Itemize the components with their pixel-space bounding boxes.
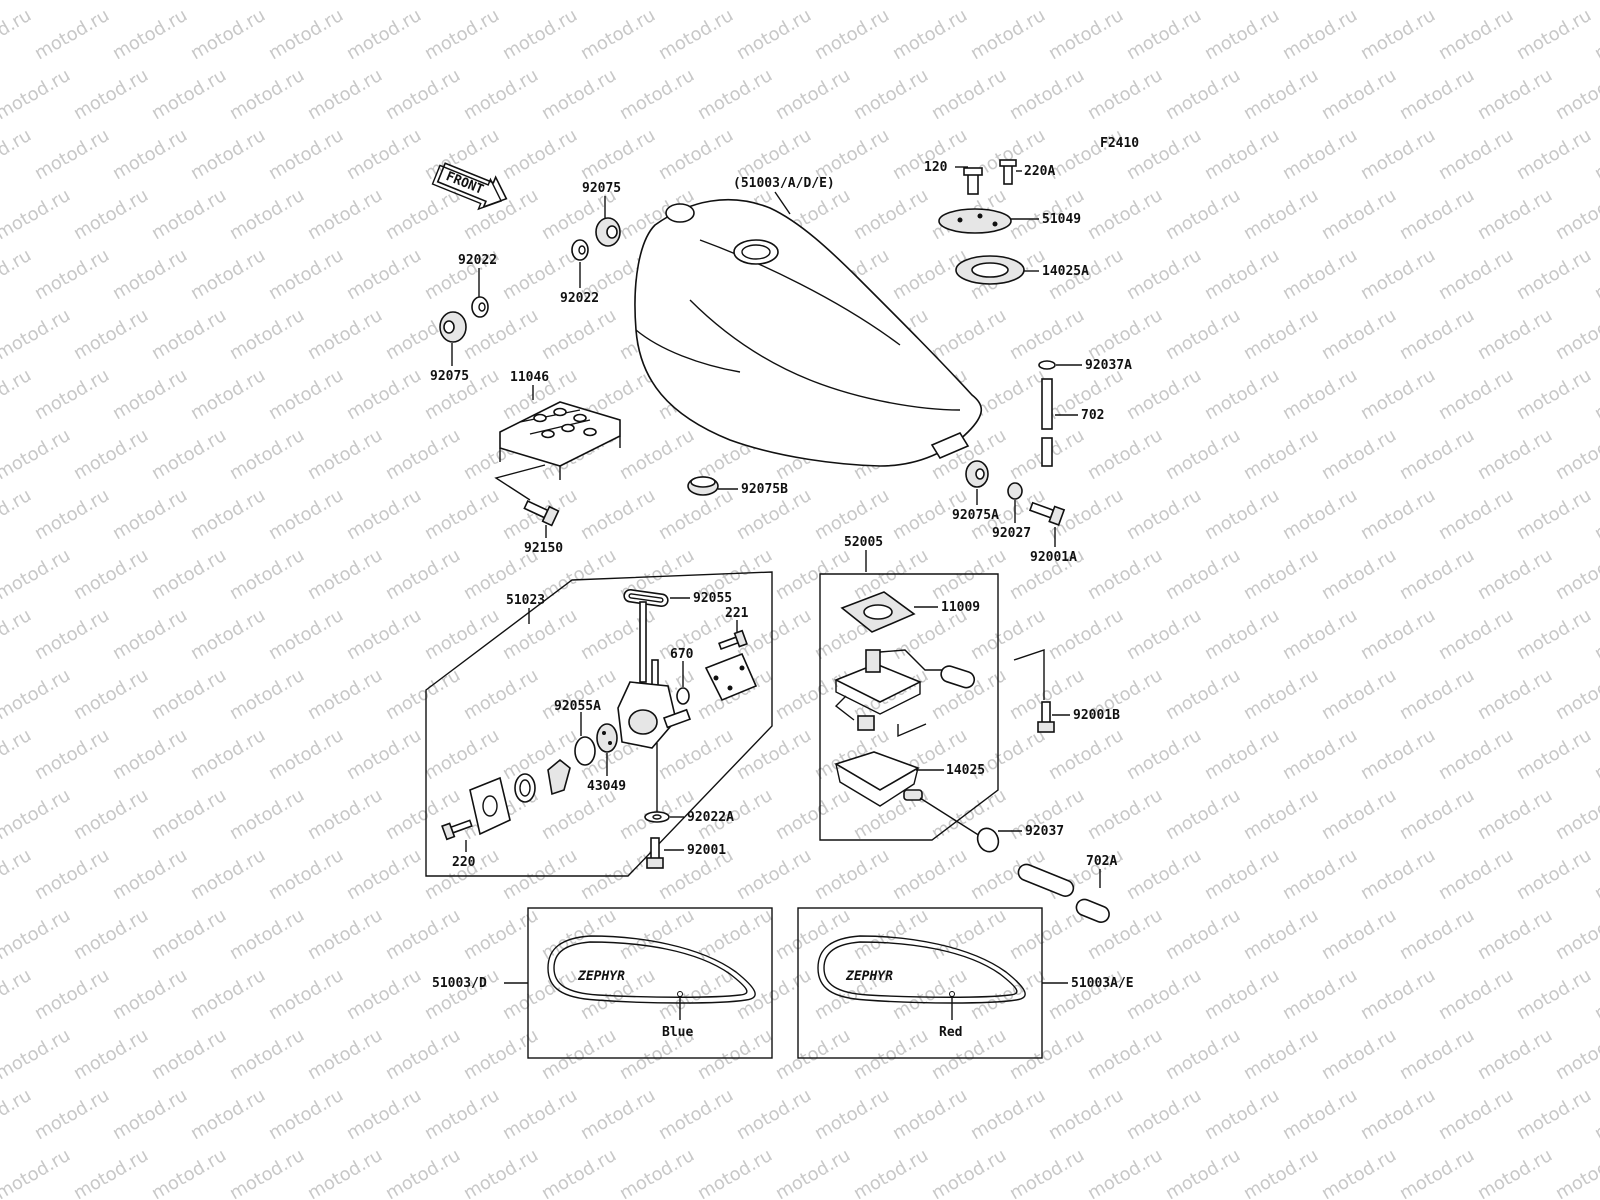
hose-702 bbox=[1041, 378, 1053, 467]
label-clip-92037a: 92037A bbox=[1085, 358, 1132, 373]
label-oring-670: 670 bbox=[670, 647, 694, 662]
label-screw-221: 221 bbox=[725, 606, 749, 621]
lever-43049 bbox=[596, 723, 618, 753]
label-clip-92037: 92037 bbox=[1025, 824, 1064, 839]
bolt-92001 bbox=[646, 837, 664, 869]
fuel-cap-assembly bbox=[938, 159, 1025, 285]
label-washer-92022-left: 92022 bbox=[458, 253, 497, 268]
fuel-cock-body bbox=[617, 601, 691, 749]
screw-220 bbox=[441, 819, 473, 841]
variant-box-blue: ZEPHYR Blue bbox=[527, 907, 773, 1059]
filter-cover-plate bbox=[704, 652, 758, 702]
label-bolt-92150: 92150 bbox=[524, 541, 563, 556]
label-hose-702: 702 bbox=[1081, 408, 1104, 423]
logo-zephyr-blue: ZEPHYR bbox=[577, 969, 625, 984]
collar-92027 bbox=[1007, 482, 1023, 500]
label-tank-red: 51003A/E bbox=[1071, 976, 1134, 991]
label-bolt-92001a: 92001A bbox=[1030, 550, 1077, 565]
logo-zephyr-red: ZEPHYR bbox=[845, 969, 893, 984]
label-gasket-92055: 92055 bbox=[693, 591, 732, 606]
label-damper-92075b: 92075B bbox=[741, 482, 788, 497]
washer-92022-left bbox=[471, 296, 489, 318]
oring-670 bbox=[676, 687, 690, 705]
label-screw-220a: 220A bbox=[1024, 164, 1055, 179]
bolt-92001b bbox=[1037, 701, 1055, 733]
label-bolt-92001b: 92001B bbox=[1073, 708, 1120, 723]
damper-92075-top bbox=[595, 217, 621, 247]
label-gasket-11009: 11009 bbox=[941, 600, 980, 615]
box-fuel-cock bbox=[425, 571, 773, 877]
fuel-gauge-unit bbox=[834, 649, 976, 731]
screw-221 bbox=[718, 629, 748, 651]
damper-92075a bbox=[965, 460, 989, 488]
damper-92075-left bbox=[439, 311, 467, 343]
label-collar-92027: 92027 bbox=[992, 526, 1031, 541]
hose-702a bbox=[1017, 863, 1110, 923]
label-gauge-52005: 52005 bbox=[844, 535, 883, 550]
washer-92022-top bbox=[571, 239, 589, 261]
label-hose-702a: 702A bbox=[1086, 854, 1117, 869]
label-lever-43049: 43049 bbox=[587, 779, 626, 794]
color-red-label: Red bbox=[939, 1025, 962, 1040]
clip-92037 bbox=[976, 827, 1000, 853]
label-ring-14025a: 14025A bbox=[1042, 264, 1089, 279]
label-pan-14025: 14025 bbox=[946, 763, 985, 778]
bracket-11046 bbox=[499, 401, 621, 480]
label-oring-92055a: 92055A bbox=[554, 699, 601, 714]
box-fuel-gauge bbox=[819, 573, 999, 841]
variant-box-red: ZEPHYR Red bbox=[797, 907, 1043, 1059]
label-screw-220: 220 bbox=[452, 855, 476, 870]
bolt-92001a bbox=[1028, 501, 1066, 526]
label-bolt-120: 120 bbox=[924, 160, 948, 175]
label-washer-92022a: 92022A bbox=[687, 810, 734, 825]
label-damper-92075a: 92075A bbox=[952, 508, 999, 523]
label-bolt-92001: 92001 bbox=[687, 843, 726, 858]
clip-92037a bbox=[1038, 360, 1056, 370]
oring-92055a bbox=[574, 736, 596, 766]
fuel-tank bbox=[634, 198, 983, 467]
bolt-92150 bbox=[523, 500, 560, 527]
washer-92022a bbox=[644, 811, 670, 823]
figure-code: F2410 bbox=[1100, 136, 1139, 151]
label-damper-92075-left: 92075 bbox=[430, 369, 469, 384]
pan-14025 bbox=[834, 751, 923, 807]
label-bracket-11046: 11046 bbox=[510, 370, 549, 385]
label-cock-51023: 51023 bbox=[506, 593, 545, 608]
label-washer-92022-top: 92022 bbox=[560, 291, 599, 306]
label-tank: (51003/A/D/E) bbox=[733, 176, 835, 191]
cock-lever-knob bbox=[469, 758, 571, 836]
color-blue-label: Blue bbox=[662, 1025, 693, 1040]
label-damper-92075-top: 92075 bbox=[582, 181, 621, 196]
label-cap-51049: 51049 bbox=[1042, 212, 1081, 227]
damper-92075b bbox=[687, 476, 719, 496]
label-tank-blue: 51003/D bbox=[432, 976, 487, 991]
gasket-11009 bbox=[840, 591, 916, 633]
